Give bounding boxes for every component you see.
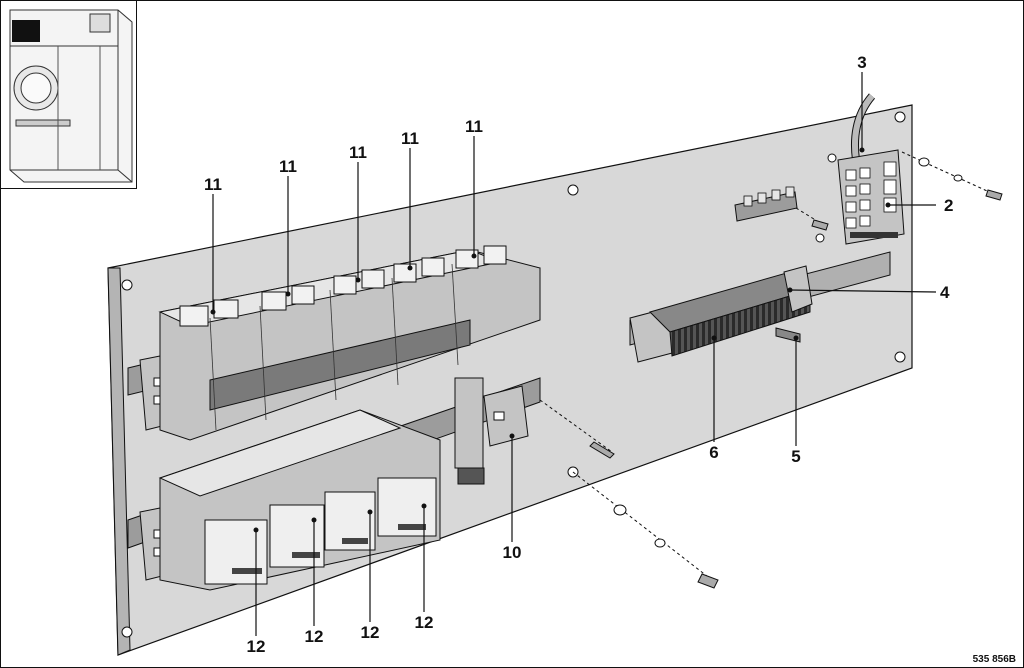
callout-5-end-stop: 5 (791, 447, 800, 466)
callout-12-contactor-1: 12 (247, 637, 266, 656)
relay-bracket (454, 377, 615, 485)
document-id: 535 856B (973, 654, 1016, 665)
inset-highlight-panel (12, 20, 40, 42)
callout-4-rail: 4 (940, 283, 950, 302)
control-board (837, 93, 905, 245)
callout-10-relay: 10 (503, 543, 522, 562)
callout-6-terminal-strip: 6 (709, 443, 718, 462)
callout-11-breaker-1: 11 (204, 175, 222, 194)
callout-11-breaker-2: 11 (279, 157, 297, 176)
circuit-breaker-group (158, 245, 541, 441)
callout-12-contactor-2: 12 (305, 627, 324, 646)
small-terminal-block (734, 186, 829, 231)
callout-11-breaker-5: 11 (465, 117, 483, 136)
machine-inset (0, 0, 137, 189)
callout-12-contactor-3: 12 (361, 623, 380, 642)
hardware-right (901, 151, 1003, 201)
callout-2-board: 2 (944, 196, 953, 215)
leader-lines (210, 72, 937, 636)
callout-12-contactor-4: 12 (415, 613, 434, 632)
callout-3-cable: 3 (857, 53, 866, 72)
callout-11-breaker-4: 11 (401, 129, 419, 148)
callout-11-breaker-3: 11 (349, 143, 367, 162)
hardware-bottom (572, 471, 719, 589)
